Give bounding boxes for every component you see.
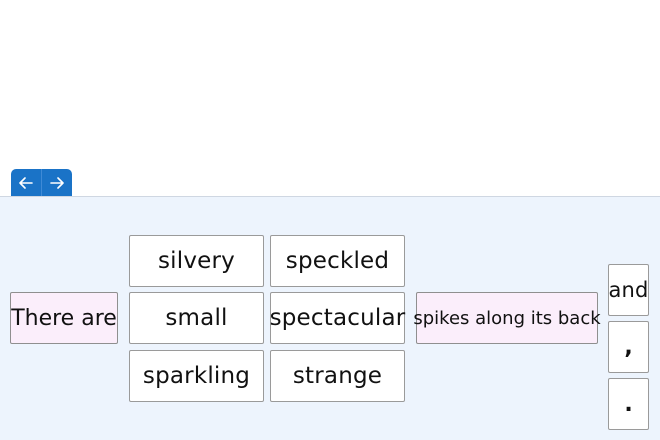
- sentence-end-text: spikes along its back: [413, 307, 601, 329]
- arrow-right-icon: [50, 176, 64, 189]
- punctuation-card-full-stop[interactable]: .: [608, 378, 649, 430]
- back-button[interactable]: [11, 169, 41, 196]
- word-card-small[interactable]: small: [129, 292, 264, 344]
- connector-label: and: [608, 278, 649, 302]
- word-card-label: speckled: [285, 248, 390, 274]
- word-card-label: small: [165, 305, 228, 331]
- word-card-silvery[interactable]: silvery: [129, 235, 264, 287]
- navigation-tab: [11, 169, 72, 196]
- word-card-label: spectacular: [269, 305, 406, 331]
- word-card-label: strange: [292, 363, 383, 389]
- word-card-label: silvery: [158, 248, 235, 274]
- punctuation-card-comma[interactable]: ,: [608, 321, 649, 373]
- sentence-end-card: spikes along its back: [413, 292, 601, 344]
- arrow-left-icon: [19, 176, 33, 189]
- word-card-spectacular[interactable]: spectacular: [270, 292, 405, 344]
- nav-divider: [41, 169, 42, 196]
- word-card-sparkling[interactable]: sparkling: [129, 350, 264, 402]
- forward-button[interactable]: [42, 169, 72, 196]
- sentence-start-card: There are: [10, 292, 118, 344]
- word-card-strange[interactable]: strange: [270, 350, 405, 402]
- connector-card-and[interactable]: and: [608, 264, 649, 316]
- content-area: [0, 0, 660, 196]
- punctuation-label: .: [624, 391, 633, 417]
- punctuation-label: ,: [624, 334, 633, 360]
- word-card-speckled[interactable]: speckled: [270, 235, 405, 287]
- word-card-label: sparkling: [142, 363, 251, 389]
- sentence-start-text: There are: [11, 305, 117, 331]
